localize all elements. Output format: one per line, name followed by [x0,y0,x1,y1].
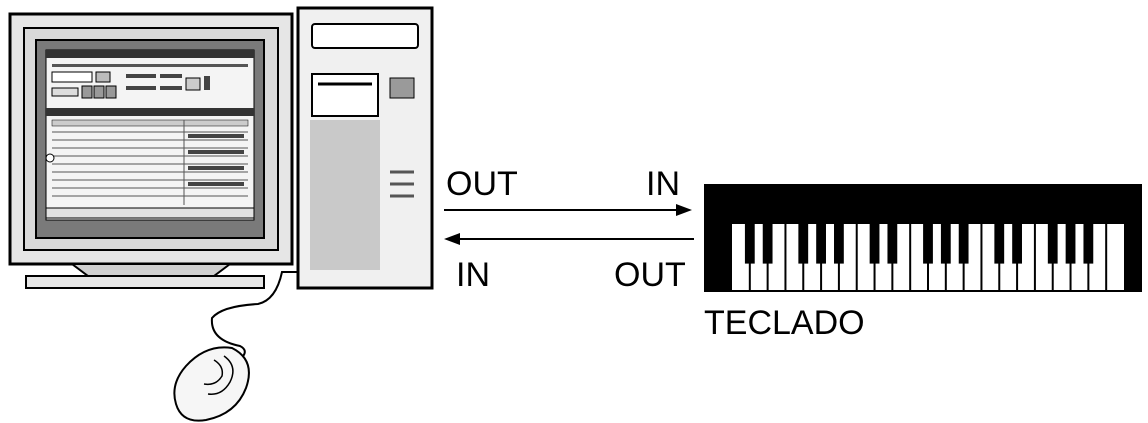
black-key [958,224,969,264]
midi-in-from-out-arrow [444,233,694,245]
black-key [994,224,1005,264]
midi-out-to-in-arrow [444,204,692,216]
black-key [923,224,933,264]
black-key [1012,224,1022,264]
black-key [816,224,826,264]
black-key [1083,224,1094,264]
monitor-icon [8,12,294,289]
black-key [940,224,951,264]
black-key [887,224,898,264]
black-key [798,224,809,264]
keyboard-icon [704,184,1142,292]
black-key [1065,224,1076,264]
black-key [869,224,880,264]
top-out-label: OUT [446,165,518,203]
black-key [744,224,755,264]
keyboard-label: TECLADO [704,304,865,342]
black-key [762,224,773,264]
black-key [1047,224,1058,264]
bottom-out-label: OUT [614,256,686,294]
black-key [834,224,844,264]
top-in-label: IN [646,165,680,203]
computer-tower-icon [296,6,434,290]
mouse-icon [173,271,298,422]
bottom-in-label: IN [456,256,490,294]
